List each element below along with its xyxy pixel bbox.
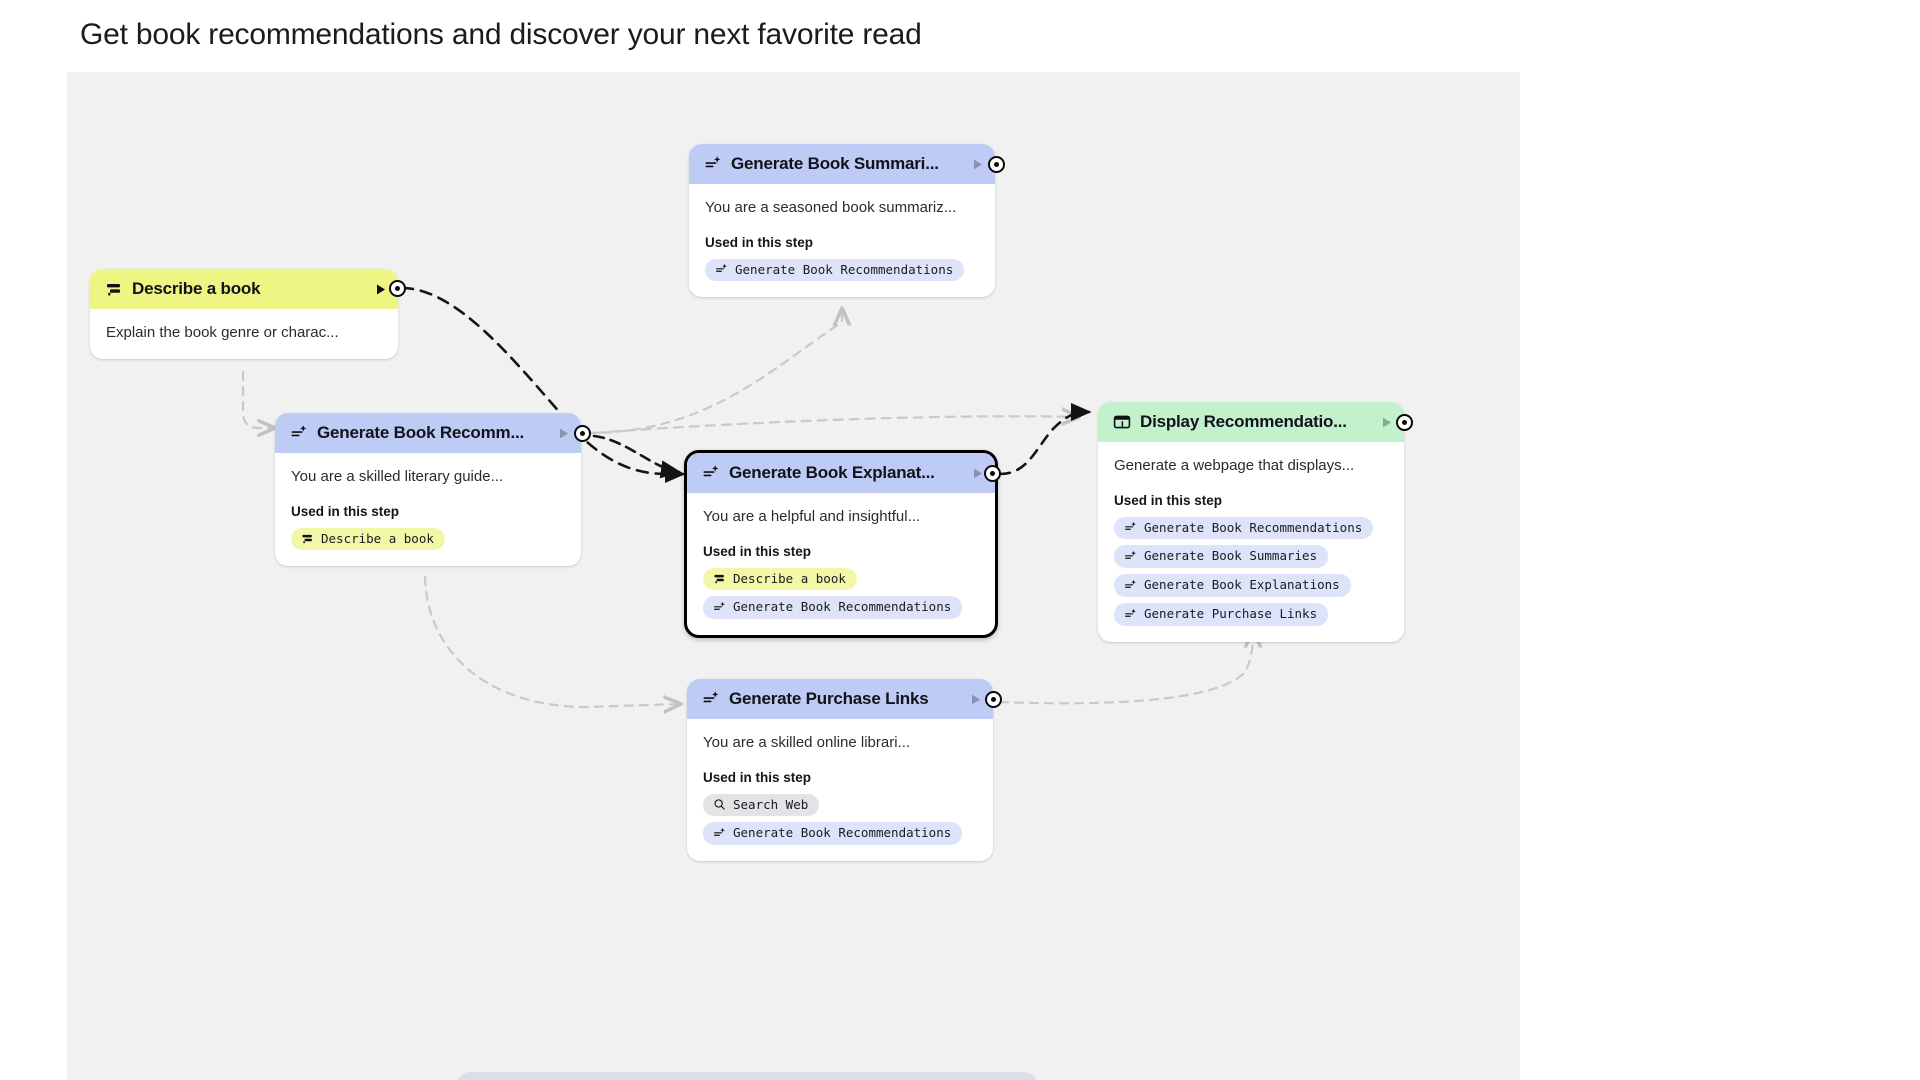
node-description: You are a skilled online librari... bbox=[703, 734, 911, 751]
sparkle-lines-icon bbox=[712, 827, 726, 841]
input-lines-icon bbox=[104, 280, 123, 299]
node-title: Display Recommendatio... bbox=[1140, 412, 1347, 431]
output-port-generate-purchase-links[interactable] bbox=[985, 691, 1002, 708]
sparkle-lines-icon bbox=[703, 155, 722, 174]
sparkle-lines-icon bbox=[1123, 521, 1137, 535]
dependency-chip[interactable]: Describe a book bbox=[703, 567, 857, 591]
chip-label: Generate Book Recommendations bbox=[1144, 519, 1363, 535]
run-step-button[interactable] bbox=[555, 425, 571, 441]
node-title: Generate Purchase Links bbox=[729, 689, 929, 708]
node-description: You are a seasoned book summariz... bbox=[705, 199, 957, 216]
run-step-button[interactable] bbox=[1378, 414, 1394, 430]
dependency-chip[interactable]: Generate Book Explanations bbox=[1114, 574, 1351, 598]
sparkle-lines-icon bbox=[1123, 608, 1137, 622]
dependency-chip[interactable]: Generate Book Recommendations bbox=[705, 258, 965, 282]
chip-label: Generate Book Summaries bbox=[1144, 548, 1318, 564]
chip-label: Describe a book bbox=[321, 530, 434, 546]
node-partial-offscreen[interactable] bbox=[457, 1072, 1037, 1080]
node-display-recommendations[interactable]: Display Recommendatio... Generate a webp… bbox=[1098, 402, 1404, 642]
chip-label: Describe a book bbox=[733, 570, 846, 586]
node-generate-book-summaries[interactable]: Generate Book Summari... You are a seaso… bbox=[689, 144, 995, 298]
run-step-button[interactable] bbox=[969, 156, 985, 172]
dependency-chip[interactable]: Describe a book bbox=[291, 527, 445, 551]
node-generate-purchase-links[interactable]: Generate Purchase Links You are a skille… bbox=[687, 679, 993, 862]
dependency-chip[interactable]: Search Web bbox=[703, 793, 820, 817]
chip-label: Search Web bbox=[733, 796, 809, 812]
node-header[interactable]: Generate Book Explanat... bbox=[687, 453, 995, 493]
node-header[interactable]: Generate Book Summari... bbox=[689, 144, 995, 184]
sparkle-lines-icon bbox=[714, 263, 728, 277]
dependency-chips: Describe a book bbox=[291, 527, 565, 551]
chip-label: Generate Book Explanations bbox=[1144, 577, 1340, 593]
chip-label: Generate Book Recommendations bbox=[735, 261, 954, 277]
node-header[interactable]: Generate Purchase Links bbox=[687, 679, 993, 719]
sparkle-lines-icon bbox=[289, 424, 308, 443]
output-port-generate-book-recommendations[interactable] bbox=[574, 425, 591, 442]
node-title: Generate Book Recomm... bbox=[317, 423, 525, 442]
run-step-button[interactable] bbox=[969, 465, 985, 481]
input-lines-icon bbox=[300, 532, 314, 546]
dependency-chip[interactable]: Generate Purchase Links bbox=[1114, 603, 1329, 626]
run-step-button[interactable] bbox=[372, 281, 388, 297]
dependency-chips: Search Web Generate Book Recommendations bbox=[703, 793, 977, 846]
used-in-this-step-label: Used in this step bbox=[703, 543, 812, 559]
sparkle-lines-icon bbox=[701, 690, 720, 709]
node-title: Generate Book Summari... bbox=[731, 154, 939, 173]
node-title: Generate Book Explanat... bbox=[729, 463, 935, 482]
used-in-this-step-label: Used in this step bbox=[705, 234, 814, 250]
node-describe-a-book[interactable]: Describe a book Explain the book genre o… bbox=[90, 269, 398, 359]
node-generate-book-explanations[interactable]: Generate Book Explanat... You are a help… bbox=[684, 450, 998, 639]
workflow-canvas[interactable]: Describe a book Explain the book genre o… bbox=[67, 72, 1520, 1080]
node-title: Describe a book bbox=[132, 279, 261, 298]
node-header[interactable]: Generate Book Recomm... bbox=[275, 413, 581, 453]
node-body: Explain the book genre or charac... bbox=[90, 309, 398, 359]
run-step-button[interactable] bbox=[967, 691, 983, 707]
dependency-chip[interactable]: Generate Book Recommendations bbox=[703, 822, 963, 846]
input-lines-icon bbox=[712, 572, 726, 586]
sparkle-lines-icon bbox=[712, 601, 726, 615]
dependency-chips: Describe a book Generate Book Recommenda… bbox=[703, 567, 979, 620]
used-in-this-step-label: Used in this step bbox=[703, 769, 812, 785]
node-description: Explain the book genre or charac... bbox=[106, 324, 339, 341]
node-description: You are a helpful and insightful... bbox=[703, 508, 921, 525]
used-in-this-step-label: Used in this step bbox=[291, 503, 400, 519]
dependency-chips: Generate Book Recommendations Generate B… bbox=[1114, 516, 1388, 626]
dependency-chip[interactable]: Generate Book Recommendations bbox=[703, 596, 963, 620]
page-title: Get book recommendations and discover yo… bbox=[80, 18, 922, 51]
node-generate-book-recommendations[interactable]: Generate Book Recomm... You are a skille… bbox=[275, 413, 581, 567]
node-body: You are a seasoned book summariz... Used… bbox=[689, 184, 995, 297]
node-description: Generate a webpage that displays... bbox=[1114, 457, 1355, 474]
dependency-chip[interactable]: Generate Book Recommendations bbox=[1114, 516, 1374, 540]
used-in-this-step-label: Used in this step bbox=[1114, 492, 1223, 508]
output-port-generate-book-explanations[interactable] bbox=[984, 465, 1001, 482]
sparkle-lines-icon bbox=[701, 464, 720, 483]
chip-label: Generate Book Recommendations bbox=[733, 825, 952, 841]
chip-label: Generate Book Recommendations bbox=[733, 599, 952, 615]
dependency-chip[interactable]: Generate Book Summaries bbox=[1114, 545, 1329, 569]
output-port-generate-book-summaries[interactable] bbox=[988, 156, 1005, 173]
sparkle-lines-icon bbox=[1123, 550, 1137, 564]
node-body: You are a helpful and insightful... Used… bbox=[687, 493, 995, 635]
node-body: You are a skilled literary guide... Used… bbox=[275, 453, 581, 566]
search-icon bbox=[712, 798, 726, 812]
node-header[interactable]: Describe a book bbox=[90, 269, 398, 309]
webpage-icon bbox=[1112, 413, 1131, 432]
node-body: You are a skilled online librari... Used… bbox=[687, 719, 993, 861]
node-description: You are a skilled literary guide... bbox=[291, 468, 504, 485]
sparkle-lines-icon bbox=[1123, 579, 1137, 593]
chip-label: Generate Purchase Links bbox=[1144, 606, 1318, 622]
output-port-describe-a-book[interactable] bbox=[389, 280, 406, 297]
node-header[interactable]: Display Recommendatio... bbox=[1098, 402, 1404, 442]
dependency-chips: Generate Book Recommendations bbox=[705, 258, 979, 282]
node-body: Generate a webpage that displays... Used… bbox=[1098, 442, 1404, 642]
output-port-display-recommendations[interactable] bbox=[1396, 414, 1413, 431]
